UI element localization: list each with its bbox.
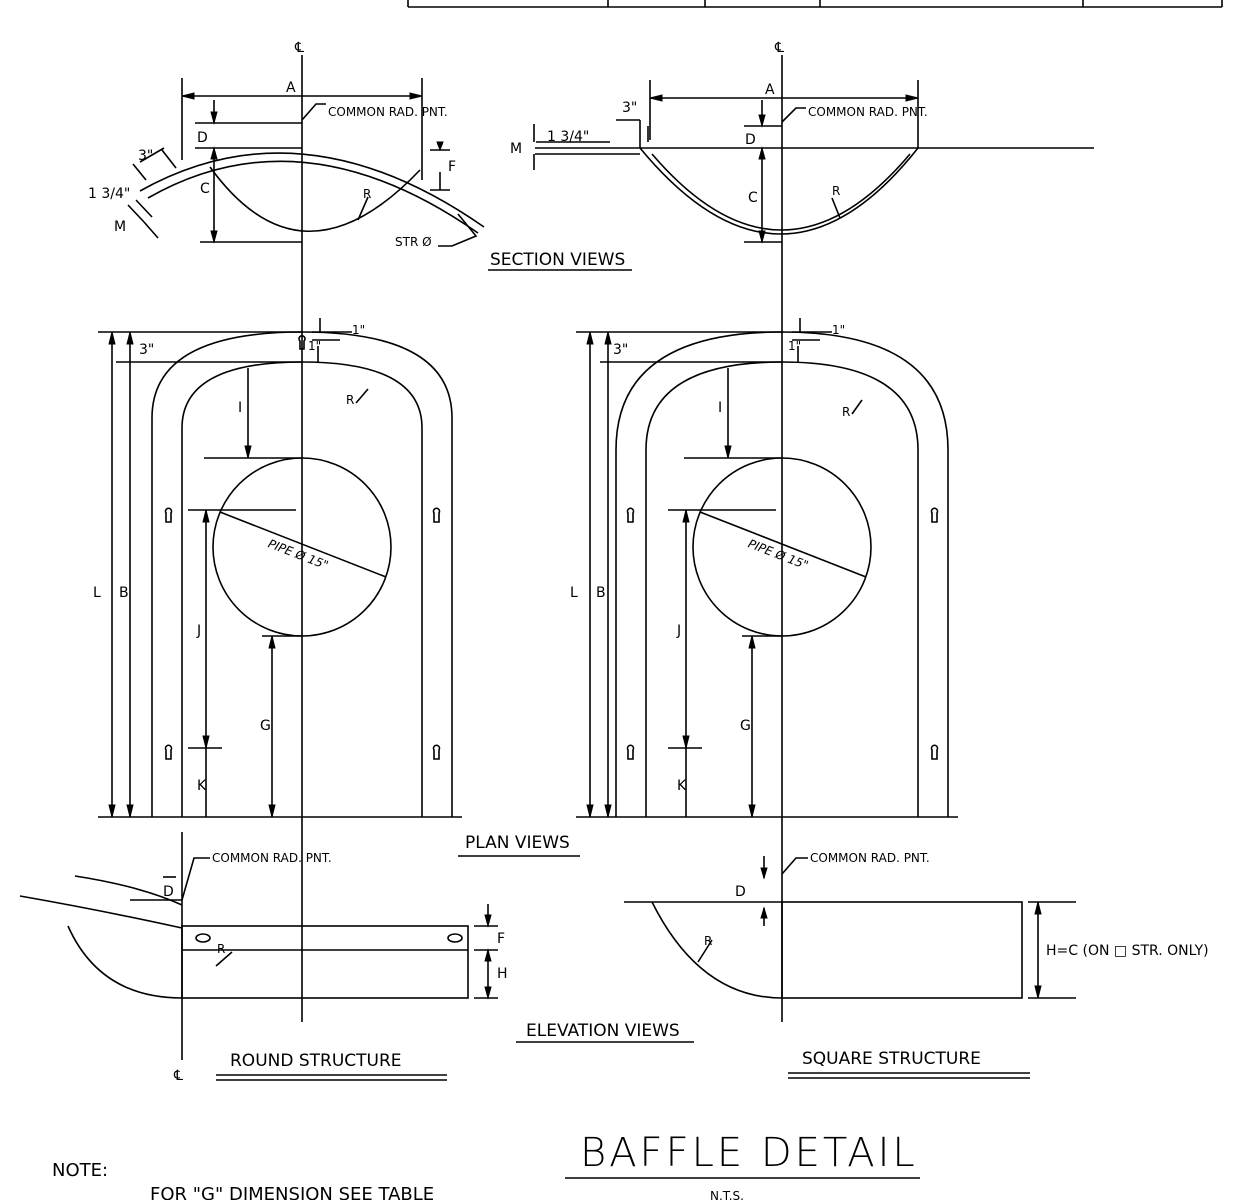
scale-note: N.T.S. [710, 1189, 744, 1200]
round-section-dim-c: C [200, 181, 210, 197]
square-elevation-dim-d: D [735, 884, 746, 900]
note-heading: NOTE: [52, 1160, 108, 1181]
square-section-dim-one-three-quarter: 1 3/4" [547, 129, 589, 145]
round-elevation-dim-d: D [163, 884, 174, 900]
round-section-dim-d: D [197, 130, 208, 146]
round-plan-keyhole-top [298, 335, 306, 350]
round-section-str-dia: STR Ø [395, 235, 432, 249]
round-plan-dim-r: R [346, 393, 354, 407]
round-plan-dim-one-in-a: 1" [352, 323, 365, 337]
round-plan-view: L B 3" 1" 1" R I [93, 318, 462, 818]
round-section-dim-a: A [286, 80, 296, 96]
square-plan-dim-i: I [718, 400, 722, 416]
round-plan-keyhole-ul [164, 507, 173, 523]
square-plan-view: L B 3" 1" 1" R I PIPE Ø 15" [570, 318, 958, 818]
round-plan-keyhole-ll [164, 744, 173, 760]
round-section-dim-m: M [114, 219, 126, 235]
square-plan-dim-r: R [842, 405, 850, 419]
round-plan-dim-l: L [93, 585, 101, 601]
square-plan-dim-g: G [740, 718, 751, 734]
square-plan-keyhole-lr [930, 744, 939, 760]
square-plan-dim-one-in-b: 1" [788, 339, 801, 353]
drawing-title: BAFFLE DETAIL [580, 1130, 918, 1176]
square-elevation-dim-r: R [704, 934, 712, 948]
round-elevation-dim-h: H [497, 966, 508, 982]
round-plan-keyhole-lr [432, 744, 441, 760]
round-plan-dim-i: I [238, 400, 242, 416]
square-section-dim-d: D [745, 132, 756, 148]
round-section-view: A COMMON RAD. PNT. D C [88, 78, 485, 249]
square-section-common-rad-pnt: COMMON RAD. PNT. [808, 105, 928, 119]
round-section-common-rad-pnt: COMMON RAD. PNT. [328, 105, 448, 119]
round-centerline-mark-bottom: ℄ [173, 1068, 183, 1084]
plan-views-label: PLAN VIEWS [465, 833, 570, 853]
square-elevation-h-eq-c-note: H=C (ON □ STR. ONLY) [1046, 943, 1209, 959]
round-section-dim-three-in: 3" [138, 148, 153, 164]
round-plan-dim-g: G [260, 718, 271, 734]
round-elevation-common-rad-pnt: COMMON RAD. PNT. [212, 851, 332, 865]
square-section-dim-c: C [748, 190, 758, 206]
square-section-dim-m: M [510, 141, 522, 157]
square-plan-keyhole-ul [626, 507, 635, 523]
square-elevation-common-rad-pnt: COMMON RAD. PNT. [810, 851, 930, 865]
round-structure-label: ROUND STRUCTURE [230, 1051, 402, 1071]
section-views-label: SECTION VIEWS [490, 250, 625, 270]
round-elevation-keyhole-right [447, 933, 463, 943]
square-plan-dim-one-in-a: 1" [832, 323, 845, 337]
title-block-table-fragment [407, 0, 1223, 8]
square-elevation-view: COMMON RAD. PNT. D R H=C (ON □ STR. ONLY… [624, 851, 1209, 999]
square-plan-keyhole-ll [626, 744, 635, 760]
square-section-dim-r: R [832, 184, 840, 198]
note-text: FOR "G" DIMENSION SEE TABLE [150, 1184, 434, 1200]
round-elevation-keyhole-left [195, 933, 211, 943]
round-section-dim-f: F [448, 159, 456, 175]
square-structure-label: SQUARE STRUCTURE [802, 1049, 981, 1069]
square-plan-dim-b: B [596, 585, 606, 601]
round-plan-dim-j: J [196, 623, 201, 639]
round-elevation-dim-r: R [217, 942, 225, 956]
round-plan-dim-three-in: 3" [139, 342, 154, 358]
square-plan-dim-l: L [570, 585, 578, 601]
round-structure-group: ℄ A COMMON RAD. PNT. D [19, 40, 632, 1084]
round-elevation-dim-f: F [497, 931, 505, 947]
round-centerline-mark-top: ℄ [294, 40, 304, 56]
square-plan-dim-j: J [676, 623, 681, 639]
square-plan-dim-three-in: 3" [613, 342, 628, 358]
round-plan-dim-k: K [197, 778, 207, 794]
round-plan-dim-one-in-b: 1" [308, 339, 321, 353]
round-section-dim-r: R [363, 187, 371, 201]
square-plan-keyhole-ur [930, 507, 939, 523]
elevation-views-label: ELEVATION VIEWS [526, 1021, 680, 1041]
square-section-view: A COMMON RAD. PNT. D C R 3" [510, 80, 1094, 244]
square-structure-group: ℄ A COMMON RAD. PNT. D C R [510, 40, 1209, 1079]
square-plan-dim-k: K [677, 778, 687, 794]
round-elevation-view: COMMON RAD. PNT. D R F H [19, 832, 508, 1060]
square-section-dim-a: A [765, 82, 775, 98]
round-plan-dim-b: B [119, 585, 129, 601]
round-section-dim-one-three-quarter: 1 3/4" [88, 186, 130, 202]
round-plan-keyhole-ur [432, 507, 441, 523]
square-centerline-mark-top: ℄ [774, 40, 784, 56]
square-section-dim-three-in: 3" [622, 100, 637, 116]
